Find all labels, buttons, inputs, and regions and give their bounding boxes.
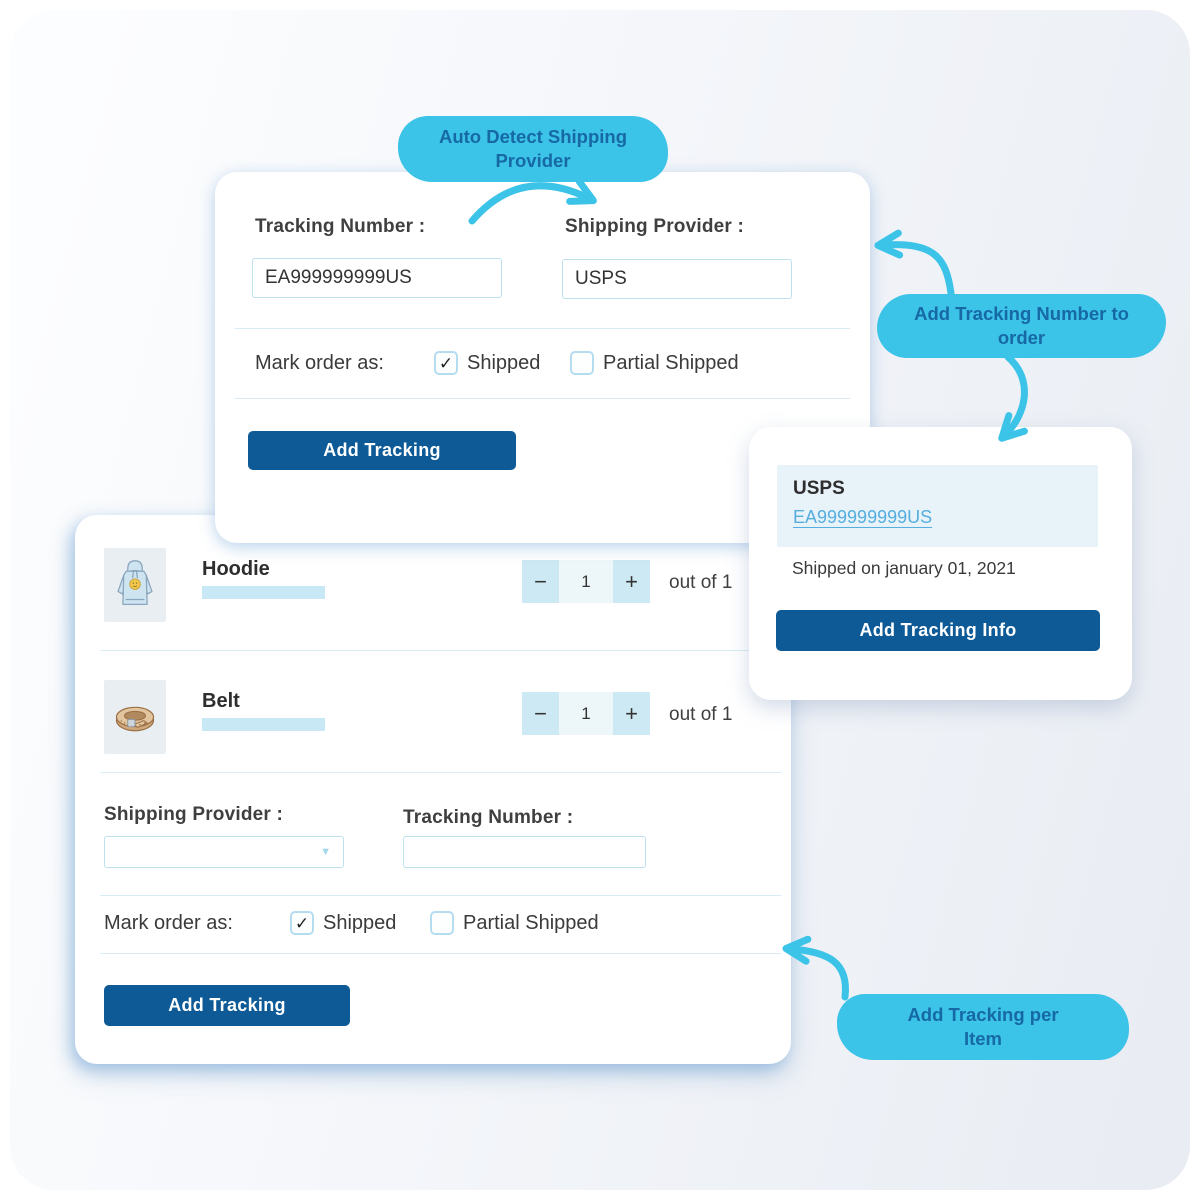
auto-detect-callout: Auto Detect Shipping Provider bbox=[398, 116, 668, 182]
partial-shipped-label: Partial Shipped bbox=[603, 352, 739, 374]
shipping-provider-input[interactable] bbox=[562, 259, 792, 299]
hoodie-product-image bbox=[104, 548, 166, 622]
tracking-number-input[interactable] bbox=[403, 836, 646, 868]
section-divider bbox=[100, 953, 781, 954]
tracking-number-input[interactable] bbox=[252, 258, 502, 298]
shipped-label: Shipped bbox=[323, 912, 397, 934]
minus-icon[interactable]: − bbox=[522, 560, 559, 603]
per-item-callout: Add Tracking per Item bbox=[837, 994, 1129, 1060]
quantity-value: 1 bbox=[559, 692, 613, 735]
shipping-provider-label: Shipping Provider : bbox=[104, 804, 284, 825]
tracking-number-link[interactable]: EA999999999US bbox=[793, 507, 933, 527]
tracking-number-label: Tracking Number : bbox=[255, 216, 426, 237]
checkmark-icon: ✓ bbox=[438, 354, 454, 373]
quantity-value: 1 bbox=[559, 560, 613, 603]
out-of-label: out of 1 bbox=[669, 704, 733, 725]
shipping-provider-label: Shipping Provider : bbox=[565, 216, 745, 237]
section-divider bbox=[235, 398, 850, 399]
checkmark-icon: ✓ bbox=[294, 914, 310, 933]
item-name-underline bbox=[202, 718, 325, 731]
per-item-tracking-card: Hoodie − 1 + out of 1 Belt bbox=[75, 515, 791, 1064]
row-divider bbox=[100, 650, 781, 651]
partial-shipped-checkbox[interactable] bbox=[430, 911, 454, 935]
shipped-checkbox[interactable]: ✓ bbox=[434, 351, 458, 375]
item-name: Belt bbox=[202, 690, 240, 712]
callout-text: Add Tracking Number to order bbox=[914, 302, 1129, 348]
minus-icon[interactable]: − bbox=[522, 692, 559, 735]
shipping-provider-select[interactable]: ▼ bbox=[104, 836, 344, 868]
partial-shipped-label: Partial Shipped bbox=[463, 912, 599, 934]
row-divider bbox=[100, 772, 781, 773]
belt-quantity-stepper: − 1 + bbox=[522, 692, 650, 735]
order-tracking-info-card: USPS EA999999999US Shipped on january 01… bbox=[749, 427, 1132, 700]
chevron-down-icon: ▼ bbox=[320, 846, 331, 858]
hoodie-quantity-stepper: − 1 + bbox=[522, 560, 650, 603]
plus-icon[interactable]: + bbox=[613, 692, 650, 735]
shipped-checkbox[interactable]: ✓ bbox=[290, 911, 314, 935]
plus-icon[interactable]: + bbox=[613, 560, 650, 603]
tracking-number-label: Tracking Number : bbox=[403, 807, 574, 828]
provider-name: USPS bbox=[793, 478, 845, 499]
add-tracking-info-button[interactable]: Add Tracking Info bbox=[776, 610, 1100, 651]
tracking-summary-box: USPS EA999999999US bbox=[777, 465, 1098, 547]
callout-text: Add Tracking per Item bbox=[907, 1003, 1059, 1049]
partial-shipped-checkbox[interactable] bbox=[570, 351, 594, 375]
shipped-label: Shipped bbox=[467, 352, 541, 374]
item-name: Hoodie bbox=[202, 558, 270, 580]
section-divider bbox=[100, 895, 781, 896]
add-to-order-callout: Add Tracking Number to order bbox=[877, 294, 1166, 358]
section-divider bbox=[235, 328, 850, 329]
mark-order-as-label: Mark order as: bbox=[104, 912, 233, 934]
belt-product-image bbox=[104, 680, 166, 754]
add-tracking-button[interactable]: Add Tracking bbox=[104, 985, 350, 1026]
add-tracking-button[interactable]: Add Tracking bbox=[248, 431, 516, 470]
item-name-underline bbox=[202, 586, 325, 599]
shipped-on-text: Shipped on january 01, 2021 bbox=[792, 558, 1016, 578]
out-of-label: out of 1 bbox=[669, 572, 733, 593]
mark-order-as-label: Mark order as: bbox=[255, 352, 384, 374]
callout-text: Auto Detect Shipping Provider bbox=[438, 125, 628, 171]
